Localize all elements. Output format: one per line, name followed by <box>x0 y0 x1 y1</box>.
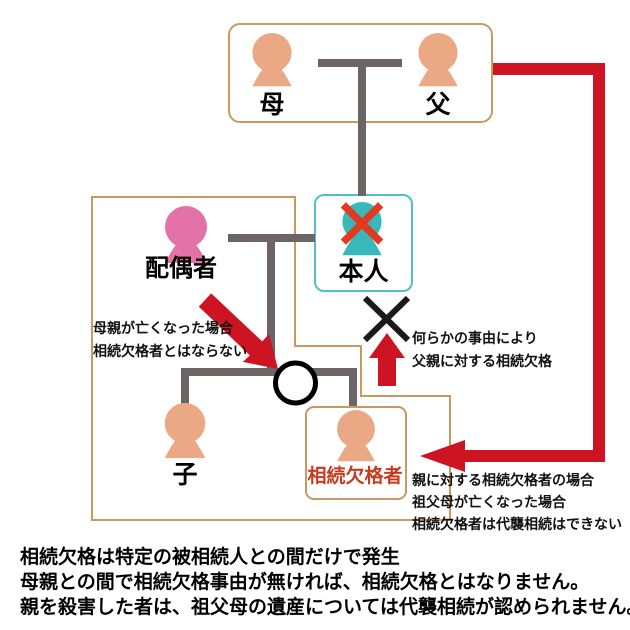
red-band-top <box>493 63 605 75</box>
self-label: 本人 <box>338 258 389 286</box>
person-icon-mother <box>252 33 292 87</box>
mother-label: 母 <box>259 91 285 119</box>
annotation-line: 父親に対する相続欠格 <box>412 353 552 369</box>
father-label: 父 <box>425 91 451 119</box>
red-band-bottom <box>460 450 605 462</box>
annotation-line: 何らかの事由により <box>412 330 538 346</box>
child-label: 子 <box>172 461 198 489</box>
annotation-line: 親に対する相続欠格者の場合 <box>412 472 594 488</box>
red-arrowhead-left-icon <box>420 440 465 472</box>
severed-relation-x-mark-icon <box>362 295 411 343</box>
disqualification-up-arrow-icon <box>369 333 405 386</box>
person-icon-spouse <box>165 206 207 263</box>
family-group-step-outline <box>91 196 451 521</box>
annotation-line: 祖父母が亡くなった場合 <box>412 494 566 510</box>
person-icon-father <box>418 33 458 87</box>
spouse-case-red-arrow-icon <box>198 293 278 369</box>
person-icon-child <box>164 403 206 459</box>
father-case-annotation: 何らかの事由により 父親に対する相続欠格 <box>412 327 552 373</box>
spouse-label: 配偶者 <box>145 255 217 282</box>
representation-case-annotation: 親に対する相続欠格者の場合 祖父母が亡くなった場合 相続欠格者は代襲相続はできな… <box>412 469 622 535</box>
person-icon-disqualified <box>337 410 375 462</box>
x-mark-over-self-icon <box>340 202 384 245</box>
annotation-line: 母親が亡くなった場合 <box>93 320 233 336</box>
footer-explanation: 相続欠格は特定の被相続人との間だけで発生 母親との間で相続欠格事由が無ければ、相… <box>20 545 630 620</box>
junction-circle-marker <box>273 360 318 406</box>
footer-line: 相続欠格は特定の被相続人との間だけで発生 <box>20 547 400 568</box>
annotation-line: 相続欠格者とはならない <box>93 343 247 359</box>
annotation-line: 相続欠格者は代襲相続はできない <box>412 516 622 532</box>
footer-line: 母親との間で相続欠格事由が無ければ、相続欠格とはなりません。 <box>20 572 590 593</box>
footer-line: 親を殺害した者は、祖父母の遺産については代襲相続が認められません。 <box>20 597 630 618</box>
disqualified-heir-label: 相続欠格者 <box>307 466 403 487</box>
mother-case-annotation: 母親が亡くなった場合 相続欠格者とはならない <box>93 317 247 363</box>
red-band-right <box>593 63 605 462</box>
person-icon-self-crossed <box>340 202 384 256</box>
parents-to-disqualified-red-arrow <box>420 63 605 472</box>
